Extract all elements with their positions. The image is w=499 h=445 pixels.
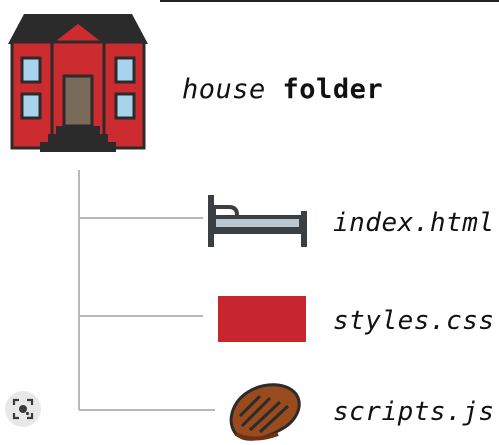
root-folder-name: house [182,74,266,105]
file-label-styles: styles.css [333,306,495,336]
file-label-scripts: scripts.js [333,397,495,427]
visual-search-icon [12,398,34,420]
visual-search-button[interactable] [5,391,41,427]
file-label-index: index.html [333,208,495,238]
top-rule [160,0,499,2]
steak-icon [229,383,301,441]
bed-icon [208,195,307,247]
house-icon [8,14,148,152]
red-rectangle-icon [218,296,306,342]
root-folder-label: house folder [182,74,383,105]
root-folder-kind: folder [282,74,384,105]
